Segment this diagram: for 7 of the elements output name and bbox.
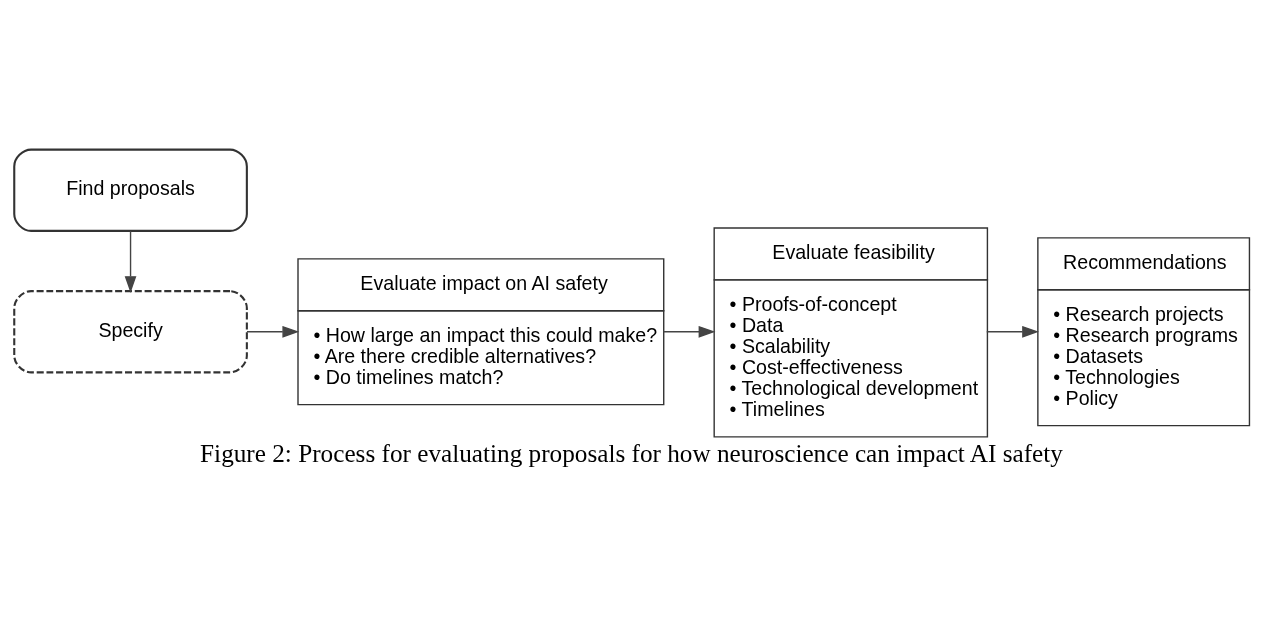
caption: Figure 2: Process for evaluating proposals for how neuroscience can impact AI safety bbox=[200, 439, 1063, 467]
node-box: Specify bbox=[13, 289, 248, 373]
arrow bbox=[662, 325, 716, 338]
arrow bbox=[986, 325, 1039, 338]
node-box: Find proposals bbox=[13, 148, 248, 232]
arrow bbox=[124, 229, 137, 293]
arrow bbox=[246, 325, 300, 338]
